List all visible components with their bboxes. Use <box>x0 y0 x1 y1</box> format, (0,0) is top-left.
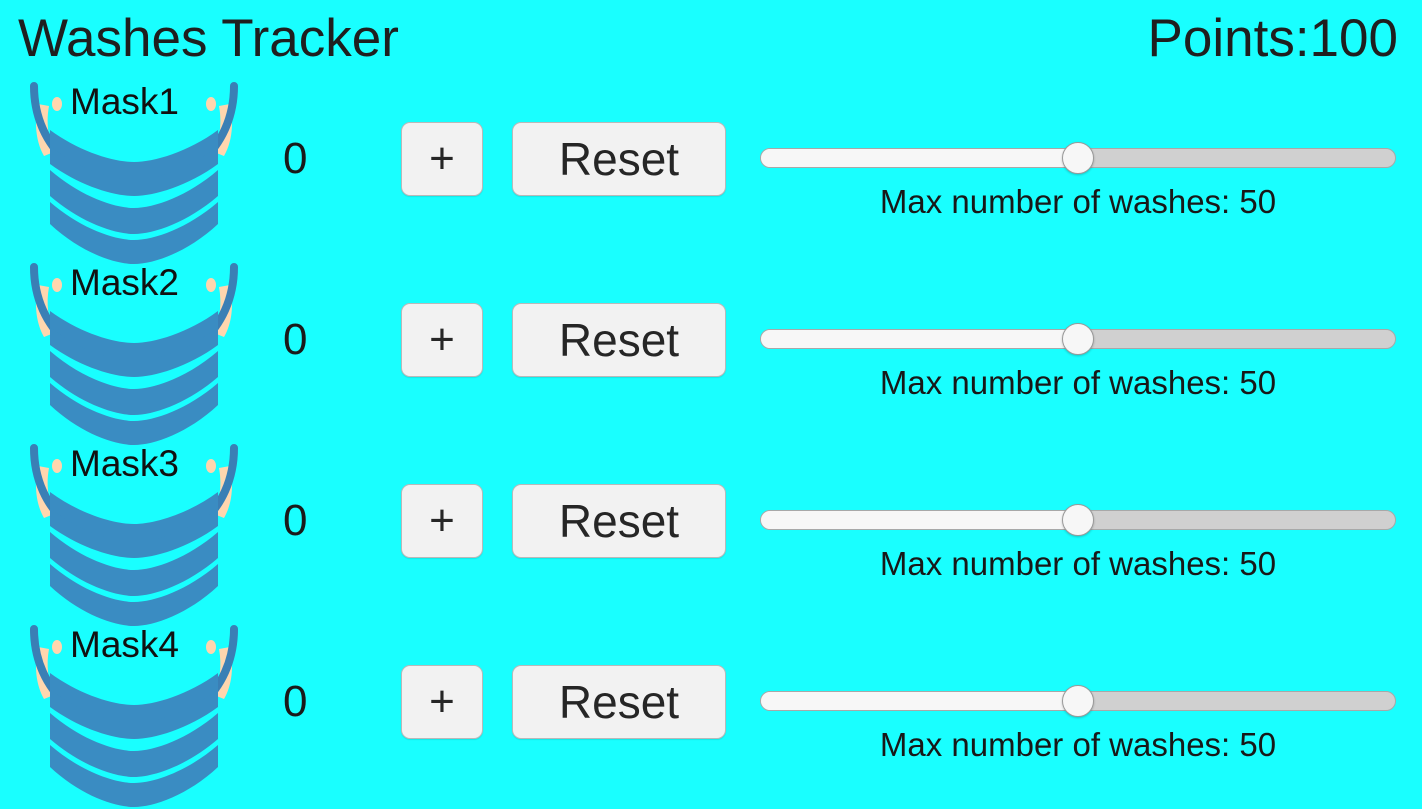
slider-filled-portion <box>761 330 1078 348</box>
slider-thumb-3[interactable] <box>1062 504 1094 536</box>
reset-button-1[interactable]: Reset <box>512 122 726 196</box>
increment-button-1[interactable]: + <box>401 122 483 196</box>
wash-count-value: 0 <box>283 134 308 183</box>
increment-button-2[interactable]: + <box>401 303 483 377</box>
face-mask-icon <box>30 625 238 807</box>
points-counter: Points:100 <box>1147 9 1398 68</box>
mask-rows-list: Mask1 0 + Reset Max number of washes: 50 <box>0 78 1422 807</box>
reset-button-3[interactable]: Reset <box>512 484 726 558</box>
mask-cell: Mask1 <box>8 76 258 266</box>
mask-name-label: Mask1 <box>70 81 179 122</box>
face-mask-icon <box>30 444 238 626</box>
slider-filled-portion <box>761 149 1078 167</box>
slider-filled-portion <box>761 692 1078 710</box>
wash-count-value: 0 <box>283 677 308 726</box>
slider-filled-portion <box>761 511 1078 529</box>
mask-cell: Mask3 <box>8 438 258 628</box>
increment-button-4[interactable]: + <box>401 665 483 739</box>
face-mask-icon <box>30 82 238 264</box>
page-title: Washes Tracker <box>18 9 399 68</box>
face-mask-icon <box>30 263 238 445</box>
max-washes-caption: Max number of washes: 50 <box>879 545 1277 582</box>
mask-row-2: Mask2 0 + Reset Max number of washes: 50 <box>0 259 1422 445</box>
mask-name-label: Mask4 <box>70 624 179 665</box>
slider-thumb-1[interactable] <box>1062 142 1094 174</box>
max-washes-slider-group: Max number of washes: 50 <box>760 482 1396 602</box>
mask-cell: Mask4 <box>8 619 258 809</box>
mask-row-1: Mask1 0 + Reset Max number of washes: 50 <box>0 78 1422 264</box>
slider-thumb-4[interactable] <box>1062 685 1094 717</box>
max-washes-slider-group: Max number of washes: 50 <box>760 301 1396 421</box>
max-washes-slider-group: Max number of washes: 50 <box>760 663 1396 783</box>
mask-name-label: Mask2 <box>70 262 179 303</box>
mask-row-3: Mask3 0 + Reset Max number of washes: 50 <box>0 440 1422 626</box>
reset-button-4[interactable]: Reset <box>512 665 726 739</box>
max-washes-slider-group: Max number of washes: 50 <box>760 120 1396 240</box>
max-washes-caption: Max number of washes: 50 <box>879 183 1277 220</box>
increment-button-3[interactable]: + <box>401 484 483 558</box>
mask-row-4: Mask4 0 + Reset Max number of washes: 50 <box>0 621 1422 807</box>
max-washes-caption: Max number of washes: 50 <box>879 364 1277 401</box>
wash-count-value: 0 <box>283 496 308 545</box>
slider-thumb-2[interactable] <box>1062 323 1094 355</box>
app-header: Washes Tracker Points:100 <box>0 0 1422 78</box>
mask-cell: Mask2 <box>8 257 258 447</box>
mask-name-label: Mask3 <box>70 443 179 484</box>
reset-button-2[interactable]: Reset <box>512 303 726 377</box>
wash-count-value: 0 <box>283 315 308 364</box>
max-washes-caption: Max number of washes: 50 <box>879 726 1277 763</box>
